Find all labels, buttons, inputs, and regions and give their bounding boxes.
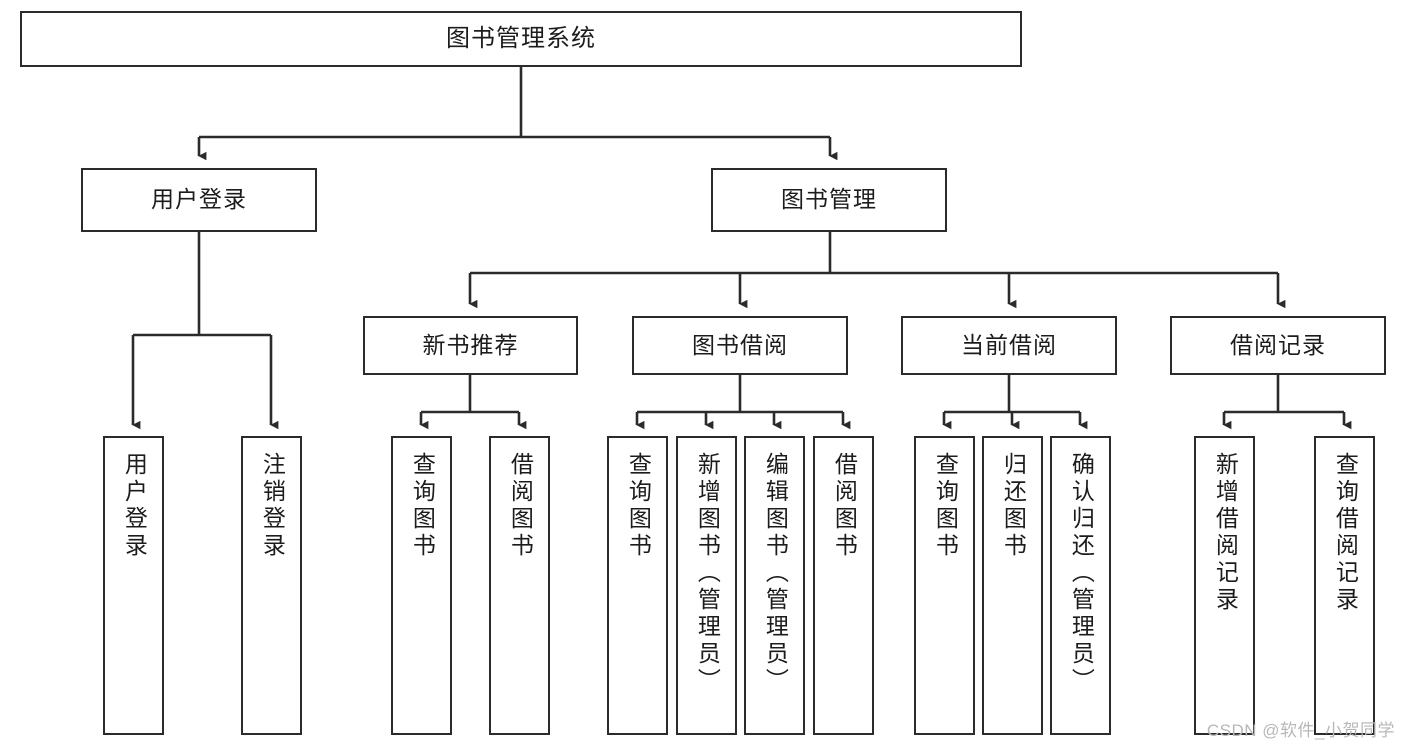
node-leaf-confirm-return[interactable]: 确认归还（管理员）	[1050, 436, 1111, 735]
node-leaf-user-login-label: 用户登录	[121, 452, 148, 560]
node-leaf-add-record[interactable]: 新增借阅记录	[1194, 436, 1255, 735]
node-leaf-query-book-3[interactable]: 查询图书	[914, 436, 975, 735]
node-user-login[interactable]: 用户登录	[81, 168, 317, 232]
node-root[interactable]: 图书管理系统	[20, 11, 1022, 67]
node-leaf-user-login[interactable]: 用户登录	[103, 436, 164, 735]
node-leaf-return-book-label: 归还图书	[1000, 452, 1027, 560]
node-leaf-query-book-2-label: 查询图书	[625, 452, 652, 560]
node-leaf-borrow-book-2[interactable]: 借阅图书	[813, 436, 874, 735]
node-leaf-edit-book-label: 编辑图书（管理员）	[762, 452, 789, 695]
node-user-login-label: 用户登录	[151, 186, 247, 213]
node-leaf-query-record[interactable]: 查询借阅记录	[1314, 436, 1375, 735]
node-leaf-edit-book[interactable]: 编辑图书（管理员）	[744, 436, 805, 735]
node-leaf-borrow-book-1[interactable]: 借阅图书	[489, 436, 550, 735]
node-book-manage-label: 图书管理	[781, 186, 877, 213]
node-root-label: 图书管理系统	[446, 24, 596, 52]
node-borrow-record[interactable]: 借阅记录	[1170, 316, 1386, 375]
node-leaf-return-book[interactable]: 归还图书	[982, 436, 1043, 735]
node-leaf-add-book-label: 新增图书（管理员）	[694, 452, 721, 695]
node-current-borrow[interactable]: 当前借阅	[901, 316, 1117, 375]
node-leaf-add-book[interactable]: 新增图书（管理员）	[676, 436, 737, 735]
node-borrow-record-label: 借阅记录	[1230, 331, 1326, 358]
node-leaf-user-logout[interactable]: 注销登录	[241, 436, 302, 735]
node-new-book-recommend[interactable]: 新书推荐	[363, 316, 578, 375]
node-new-book-recommend-label: 新书推荐	[422, 331, 519, 358]
node-current-borrow-label: 当前借阅	[961, 331, 1057, 358]
node-leaf-borrow-book-2-label: 借阅图书	[831, 452, 858, 560]
node-leaf-query-book-2[interactable]: 查询图书	[607, 436, 668, 735]
node-leaf-add-record-label: 新增借阅记录	[1212, 452, 1239, 614]
node-leaf-query-book-3-label: 查询图书	[932, 452, 959, 560]
node-leaf-query-record-label: 查询借阅记录	[1332, 452, 1359, 614]
node-leaf-query-book-1-label: 查询图书	[409, 452, 436, 560]
node-book-borrow-label: 图书借阅	[692, 331, 788, 358]
node-book-manage[interactable]: 图书管理	[711, 168, 947, 232]
node-leaf-user-logout-label: 注销登录	[259, 452, 286, 560]
node-leaf-query-book-1[interactable]: 查询图书	[391, 436, 452, 735]
node-leaf-borrow-book-1-label: 借阅图书	[507, 452, 534, 560]
node-leaf-confirm-return-label: 确认归还（管理员）	[1068, 452, 1095, 695]
node-book-borrow[interactable]: 图书借阅	[632, 316, 848, 375]
